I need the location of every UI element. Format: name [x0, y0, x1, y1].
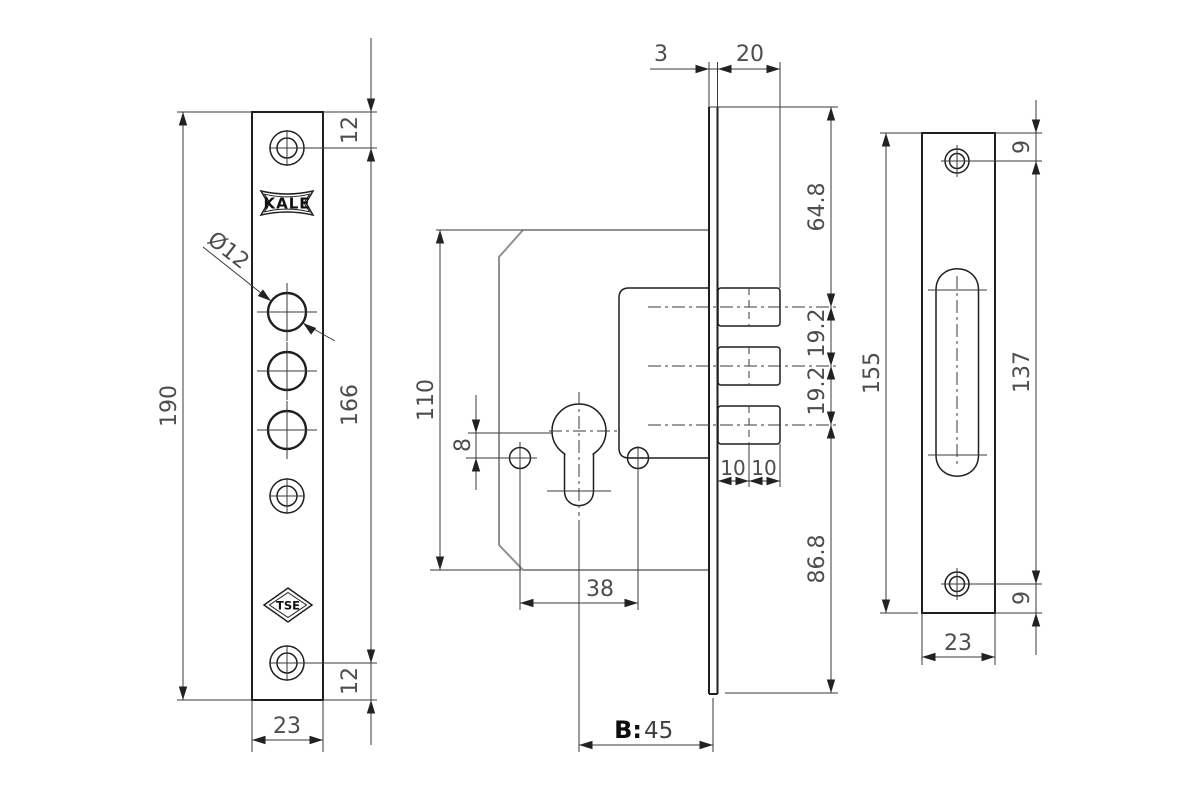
svg-text:110: 110 — [414, 379, 439, 421]
dim-strike-screw-bottom-offset: 9 — [1010, 591, 1035, 605]
cert-logo-text: TSE — [276, 599, 300, 613]
diameter-leader: Ø12 — [202, 227, 336, 342]
screw-hole-middle — [269, 478, 305, 514]
dim-bolt-spacing-column: 64.8 19.2 19.2 86.8 — [709, 106, 838, 694]
cylinder-housing — [618, 287, 709, 459]
dim-front-plate-width: 23 — [273, 714, 301, 739]
backset-value: 45 — [644, 718, 673, 744]
dim-strike-plate-width: 23 — [921, 613, 996, 665]
front-view-dimensions: 190 12 166 12 23 — [157, 38, 377, 752]
lock-case-outline — [498, 229, 709, 571]
dim-faceplate-thickness: 3 — [654, 42, 668, 67]
strike-view: 155 9 137 9 23 — [860, 100, 1042, 665]
backset-label: B: — [614, 716, 642, 744]
dim-case-height: 110 — [414, 229, 523, 571]
dim-top-to-first-bolt: 64.8 — [805, 183, 830, 232]
dim-strike-screw-column: 9 137 9 — [941, 100, 1042, 655]
faceplate-edge — [708, 107, 719, 695]
dim-bolt-hole-diameter: Ø12 — [202, 227, 253, 275]
dim-cylinder-to-screw: 8 — [451, 395, 553, 490]
svg-text:38: 38 — [586, 577, 614, 602]
front-view: KALE Ø12 TSE — [157, 38, 377, 752]
strike-bolt-slot — [928, 268, 987, 477]
euro-cylinder-keyhole — [547, 392, 620, 516]
tse-logo: TSE — [262, 587, 314, 623]
dim-fixing-screw-span: 38 — [519, 442, 639, 610]
dim-strike-screw-top-offset: 9 — [1010, 140, 1035, 154]
kale-logo: KALE — [259, 189, 315, 217]
dim-bolt-throw: 20 — [736, 42, 764, 67]
dim-bolt-pitch-a: 19.2 — [805, 309, 830, 358]
dim-strike-overall-height: 155 — [860, 132, 922, 614]
deadbolts — [648, 287, 838, 445]
svg-text:8: 8 — [451, 438, 476, 452]
strike-plate-outline — [921, 132, 996, 614]
svg-text:23: 23 — [944, 631, 972, 656]
brand-logo-text: KALE — [263, 195, 310, 213]
bolt-holes — [257, 283, 317, 459]
svg-text:155: 155 — [860, 352, 885, 394]
faceplate-outline — [251, 111, 324, 701]
dim-strike-screw-span: 137 — [1010, 351, 1035, 393]
dim-third-bolt-to-bottom: 86.8 — [805, 535, 830, 584]
dim-front-screw-bottom-offset: 12 — [338, 667, 363, 695]
dim-thickness-and-throw: 3 20 — [650, 42, 781, 288]
dim-bolt-half-b: 10 — [751, 456, 776, 480]
dim-front-screw-span: 166 — [338, 384, 363, 426]
dim-bolt-half-a: 10 — [720, 456, 745, 480]
dim-front-overall-height: 190 — [157, 385, 182, 427]
side-view: 110 8 3 20 64.8 — [414, 42, 838, 752]
dim-bolt-halves: 10 10 — [718, 444, 781, 487]
dim-front-screw-top-offset: 12 — [338, 116, 363, 144]
dim-bolt-pitch-b: 19.2 — [805, 367, 830, 416]
dim-backset: B: 45 — [578, 520, 714, 752]
